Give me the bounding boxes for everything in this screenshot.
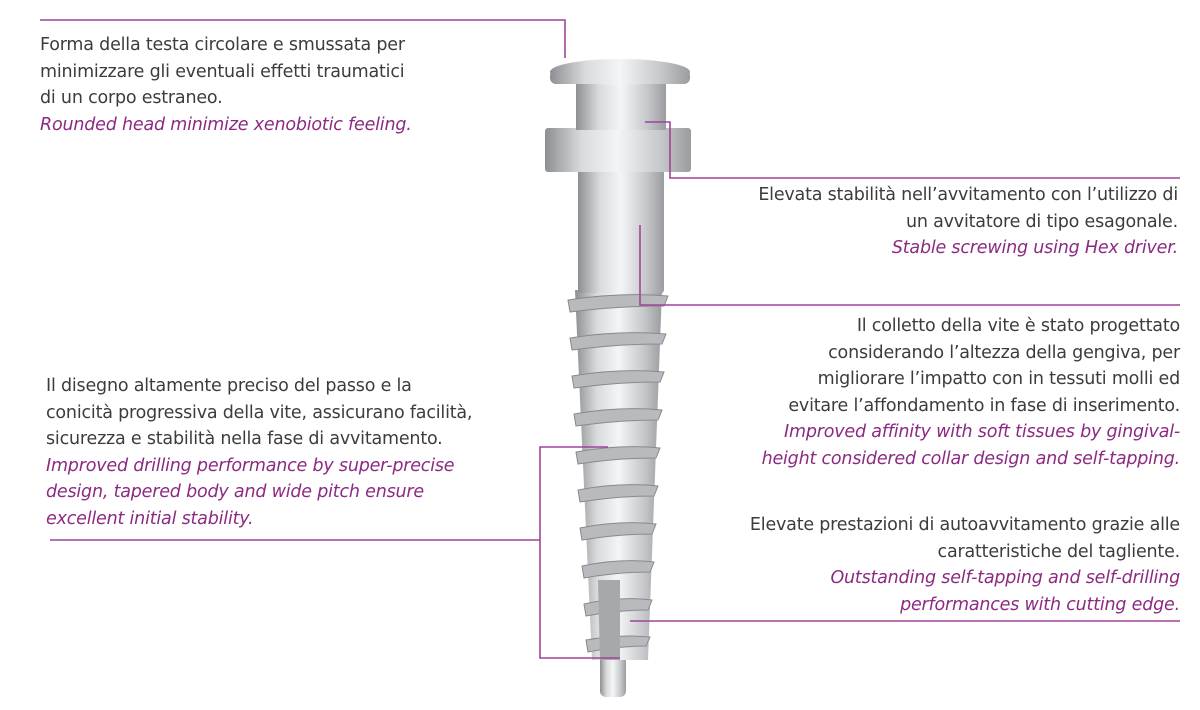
collar-text-it: evitare l’affondamento in fase di inseri… [788, 395, 1180, 416]
thread-text-en: excellent initial stability. [46, 508, 254, 529]
head-text-it: minimizzare gli eventuali effetti trauma… [40, 61, 405, 82]
tip-text-it: Elevate prestazioni di autoavvitamento g… [749, 515, 1180, 535]
hex-callout: Elevata stabilità nell’avvitamento con l… [758, 182, 1178, 262]
callout-lines [40, 19, 1180, 659]
head-callout-line [40, 19, 566, 58]
thread-text-it: Il disegno altamente preciso del passo e… [46, 376, 412, 396]
collar-text-en: height considered collar design and self… [761, 448, 1181, 469]
screw [545, 59, 691, 697]
collar-text-it: migliorare l’impatto con in tessuti moll… [817, 369, 1181, 389]
tip-text-en: Outstanding self-tapping and self-drilli… [830, 568, 1180, 588]
thread-text-it: sicurezza e stabilità nella fase di avvi… [46, 429, 443, 449]
thread-text-it: conicità progressiva della vite, assicur… [46, 402, 473, 423]
hex-text-it: Elevata stabilità nell’avvitamento con l… [758, 185, 1178, 205]
head-text-it: Forma della testa circolare e smussata p… [40, 35, 405, 55]
hex-text-en: Stable screwing using Hex driver. [891, 238, 1178, 258]
collar-callout-line [639, 225, 1180, 306]
collar-callout: Il colletto della vite è stato progettat… [761, 313, 1181, 472]
collar-text-it: considerando l’altezza della gengiva, pe… [828, 342, 1180, 363]
tip-text-en: performances with cutting edge. [900, 594, 1180, 615]
thread-text-en: Improved drilling performance by super-p… [46, 455, 455, 476]
hex-callout-line [645, 121, 1180, 179]
head-text-it: di un corpo estraneo. [40, 88, 223, 108]
thread-callout-line [539, 446, 620, 659]
head-callout: Forma della testa circolare e smussata p… [40, 32, 412, 138]
tip-text-it: caratteristiche del tagliente. [937, 541, 1181, 562]
thread-text-en: design, tapered body and wide pitch ensu… [46, 482, 424, 502]
collar-text-en: Improved affinity with soft tissues by g… [784, 422, 1180, 442]
thread-callout: Il disegno altamente preciso del passo e… [46, 373, 472, 532]
collar-text-it: Il colletto della vite è stato progettat… [856, 316, 1180, 336]
tip-callout: Elevate prestazioni di autoavvitamento g… [750, 512, 1180, 618]
hex-text-it: un avvitatore di tipo esagonale. [905, 211, 1178, 232]
head-text-en: Rounded head minimize xenobiotic feeling… [40, 114, 412, 135]
